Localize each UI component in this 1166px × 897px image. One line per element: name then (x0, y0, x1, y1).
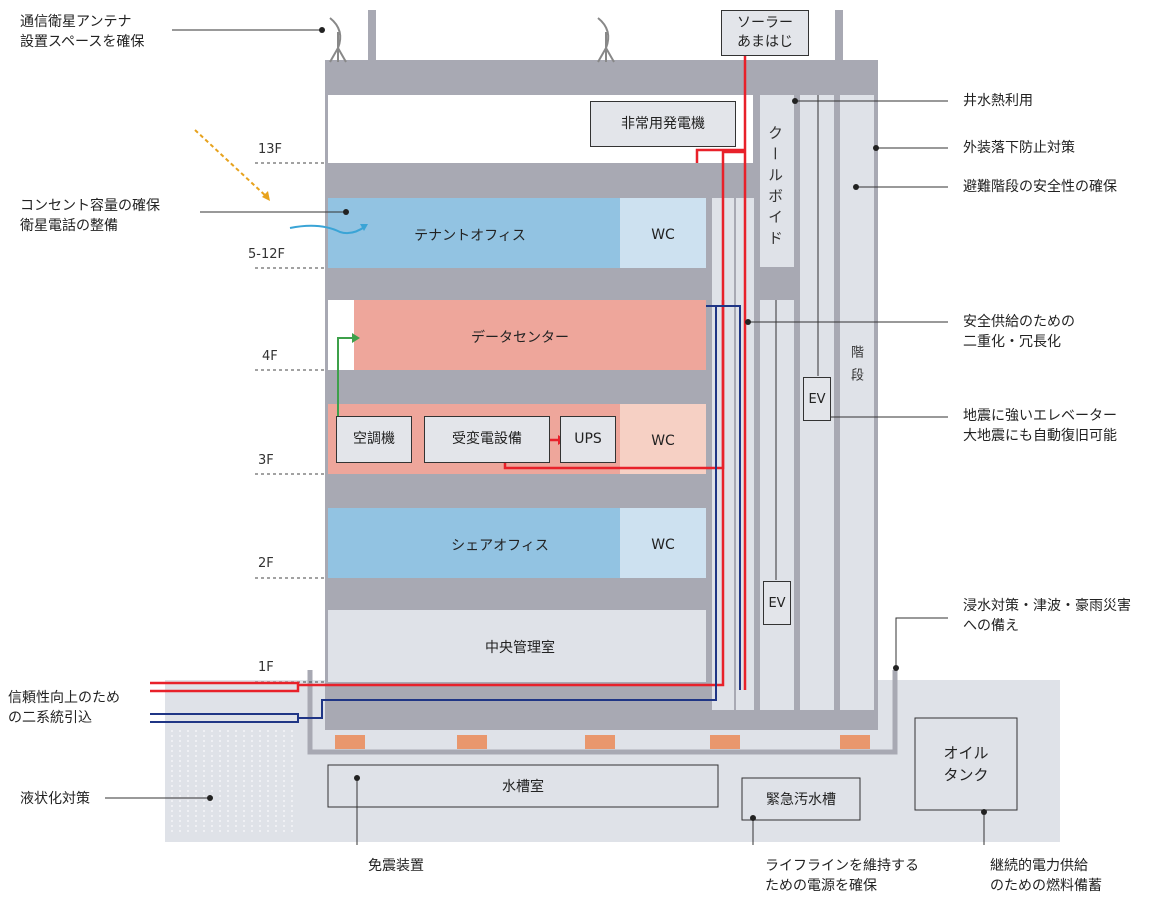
floor-1f-control (328, 610, 706, 682)
annotation-liquefaction: 液状化対策 (20, 791, 90, 807)
ev-box-right: EV (803, 377, 831, 421)
satellite-dish-icon (329, 17, 347, 63)
seismic-isolators (335, 735, 870, 749)
data-center-label: データセンター (471, 330, 569, 346)
annotation-seismic-isolation: 免震装置 (368, 858, 424, 874)
wc-label-3f: WC (651, 433, 675, 449)
annotation-evac-stairs: 避難階段の安全性の確保 (963, 179, 1117, 195)
floor-5-12f-wc (620, 198, 706, 268)
retaining-wall (307, 670, 898, 755)
oil-tank-box (914, 717, 1018, 811)
emergency-sewage-box (741, 777, 861, 821)
stairs-label: 階段 (848, 345, 863, 391)
annotation-elevator: 地震に強いエレベーター 大地震にも自動復旧可能 (963, 408, 1117, 444)
floor-label-13f: 13F (258, 142, 283, 157)
wc-label-5-12f: WC (651, 227, 675, 243)
wind-arrow-icon (289, 224, 367, 235)
floor-label-1f: 1F (258, 660, 274, 675)
floor-2f-office (328, 508, 620, 578)
sunlight-arrow-icon (194, 129, 269, 199)
central-control-label: 中央管理室 (485, 640, 555, 656)
wc-label-2f: WC (651, 537, 675, 553)
floor-label-2f: 2F (258, 556, 274, 571)
satellite-dish-icon (597, 17, 615, 63)
ups-box: UPS (560, 416, 616, 463)
emergency-generator-box: 非常用発電機 (590, 101, 736, 147)
floor-4f-gap (328, 300, 354, 370)
hvac-arrowhead-icon (352, 333, 360, 343)
floor-2f-wc (620, 508, 706, 578)
cool-void-shaft (760, 95, 794, 267)
water-tank-room-label: 水槽室 (502, 779, 544, 795)
floor-5-12f-office (328, 198, 620, 268)
floor-label-5-12f: 5-12F (248, 247, 285, 262)
emergency-sewage-label: 緊急汚水槽 (766, 792, 836, 808)
stairs-shaft (840, 95, 874, 710)
annotation-power-for-lifeline: ライフラインを維持する ための電源を確保 (765, 858, 919, 894)
oil-tank-label: オイル タンク (943, 744, 989, 784)
roof-post-left (368, 10, 376, 62)
elevator-cables (775, 95, 819, 580)
floor-3f-wc (620, 404, 706, 474)
annotation-dual-line: 信頼性向上のため の二系統引込 (8, 690, 120, 726)
annotation-flood: 浸水対策・津波・豪雨災害 への備え (963, 598, 1131, 634)
water-tank-room-box (327, 764, 719, 808)
leader-lines (105, 29, 985, 845)
floor-label-3f: 3F (258, 453, 274, 468)
ev-box-left: EV (763, 581, 791, 625)
annotation-exterior-fall: 外装落下防止対策 (963, 140, 1075, 156)
floor-label-4f: 4F (262, 349, 278, 364)
solar-box: ソーラー あまはじ (721, 10, 809, 56)
sunlight-arrowhead-icon (262, 191, 270, 201)
annotation-redundancy: 安全供給のための 二重化・冗長化 (963, 314, 1075, 350)
annotation-continuous-power: 継続的電力供給 のための燃料備蓄 (990, 858, 1102, 894)
floor-markers (255, 162, 325, 683)
ev-shaft-left (760, 300, 794, 710)
annotation-well-water: 井水熱利用 (963, 93, 1033, 109)
share-office-label: シェアオフィス (451, 538, 549, 554)
liquefaction-zone (171, 730, 293, 832)
roof-post-right (835, 10, 843, 62)
annotation-satellite-antenna: 通信衛星アンテナ 設置スペースを確保 (20, 14, 145, 50)
wind-arrowhead-icon (360, 224, 368, 231)
air-conditioner-box: 空調機 (336, 416, 412, 463)
substation-box: 受変電設備 (424, 416, 550, 463)
hvac-line (337, 337, 356, 416)
cool-void-label: クールボイド (766, 125, 784, 251)
floor-4f-datacenter (354, 300, 706, 370)
annotation-outlet-capacity: コンセント容量の確保 衛星電話の整備 (20, 198, 160, 234)
communication-lines (150, 305, 741, 723)
tenant-office-label: テナントオフィス (414, 228, 526, 244)
